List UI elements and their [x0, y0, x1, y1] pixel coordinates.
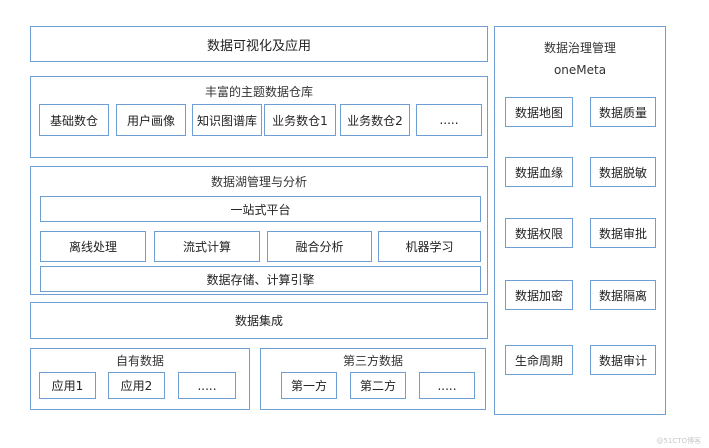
own-data-app-1: 应用1: [39, 372, 96, 399]
machine-learning-box: 机器学习: [378, 231, 481, 262]
third-party-more: .....: [419, 372, 475, 399]
governance-item-data-encryption: 数据加密: [505, 280, 573, 310]
warehouse-item-business-1: 业务数仓1: [264, 104, 336, 136]
data-integration-box: 数据集成: [30, 302, 488, 339]
third-party-first: 第一方: [281, 372, 337, 399]
own-data-more: .....: [178, 372, 236, 399]
stream-computing-box: 流式计算: [154, 231, 260, 262]
visualization-app-box: 数据可视化及应用: [30, 26, 488, 62]
governance-item-data-isolation: 数据隔离: [590, 280, 656, 310]
own-data-app-2: 应用2: [108, 372, 165, 399]
governance-item-data-audit: 数据审计: [590, 345, 656, 375]
warehouse-item-business-2: 业务数仓2: [340, 104, 410, 136]
governance-item-data-masking: 数据脱敏: [590, 157, 656, 187]
governance-item-data-permission: 数据权限: [505, 218, 573, 248]
governance-item-data-lineage: 数据血缘: [505, 157, 573, 187]
governance-item-data-map: 数据地图: [505, 97, 573, 127]
warehouse-item-knowledge-graph: 知识图谱库: [192, 104, 262, 136]
governance-item-data-approval: 数据审批: [590, 218, 656, 248]
data-lake-title: 数据湖管理与分析: [210, 175, 307, 189]
one-stop-platform-box: 一站式平台: [40, 196, 481, 222]
fusion-analysis-box: 融合分析: [267, 231, 372, 262]
offline-processing-box: 离线处理: [40, 231, 146, 262]
own-data-title: 自有数据: [115, 354, 164, 368]
third-party-second: 第二方: [350, 372, 406, 399]
storage-compute-engine-box: 数据存储、计算引擎: [40, 266, 481, 292]
warehouse-item-user-portrait: 用户画像: [116, 104, 186, 136]
governance-item-lifecycle: 生命周期: [505, 345, 573, 375]
governance-title: 数据治理管理: [543, 41, 616, 55]
governance-subtitle: oneMeta: [553, 63, 607, 77]
theme-warehouse-title: 丰富的主题数据仓库: [204, 85, 313, 99]
watermark: @51CTO博客: [656, 437, 701, 445]
governance-item-data-quality: 数据质量: [590, 97, 656, 127]
third-party-title: 第三方数据: [342, 354, 403, 368]
warehouse-item-basic: 基础数仓: [39, 104, 109, 136]
warehouse-item-more: .....: [416, 104, 482, 136]
